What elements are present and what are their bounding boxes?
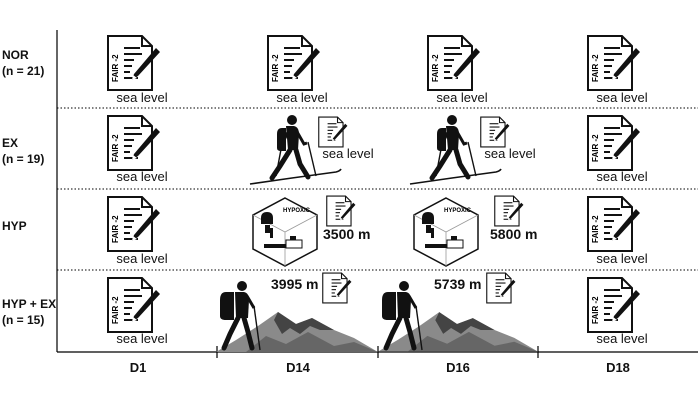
questionnaire-label: FAIR -2: [591, 215, 600, 243]
questionnaire-label: FAIR -2: [591, 54, 600, 82]
group-size: (n = 15): [2, 313, 45, 327]
sea-level-label: sea level: [596, 331, 648, 346]
questionnaire-pencil-icon: [480, 116, 510, 148]
altitude-label-hyp-d16: 5800 m: [490, 226, 538, 242]
questionnaire-pencil-icon: FAIR -2: [107, 35, 160, 91]
hiker-icon: [382, 281, 423, 351]
questionnaire-pencil-icon: FAIR -2: [267, 35, 320, 91]
mountain-range-icon: [378, 312, 538, 352]
questionnaire-pencil-icon: [494, 195, 524, 227]
hypoxic-room-icon: HYPOXIC: [413, 197, 479, 267]
questionnaire-pencil-icon: FAIR -2: [587, 196, 640, 252]
day-label-d18: D18: [606, 360, 630, 375]
day-label-d1: D1: [129, 360, 147, 375]
group-name: HYP: [2, 219, 27, 233]
questionnaire-label: FAIR -2: [591, 296, 600, 324]
questionnaire-label: FAIR -2: [271, 54, 280, 82]
questionnaire-label: FAIR -2: [111, 215, 120, 243]
group-name: NOR: [2, 48, 29, 62]
questionnaire-pencil-icon: [322, 272, 352, 304]
questionnaire-pencil-icon: FAIR -2: [587, 277, 640, 333]
questionnaire-pencil-icon: FAIR -2: [107, 115, 160, 171]
questionnaire-label: FAIR -2: [111, 54, 120, 82]
questionnaire-pencil-icon: [486, 272, 516, 304]
sea-level-label: sea level: [116, 331, 168, 346]
questionnaire-label: FAIR -2: [111, 134, 120, 162]
questionnaire-pencil-icon: FAIR -2: [427, 35, 480, 91]
hypoxic-room-icon: HYPOXIC: [252, 197, 318, 267]
day-label-d16: D16: [446, 360, 470, 375]
hiker-icon: [220, 281, 261, 351]
altitude-label-hyp-d14: 3500 m: [323, 226, 371, 242]
sea-level-label: sea level: [116, 251, 168, 266]
altitude-label-hypex-d14: 3995 m: [271, 276, 319, 292]
group-size: (n = 21): [2, 64, 45, 78]
altitude-label-hypex-d16: 5739 m: [434, 276, 482, 292]
sea-level-label: sea level: [484, 146, 536, 161]
sea-level-label: sea level: [596, 169, 648, 184]
mountain-range-icon: [216, 312, 378, 352]
sea-level-label: sea level: [116, 169, 168, 184]
sea-level-label: sea level: [596, 251, 648, 266]
hypoxic-label: HYPOXIC: [444, 208, 472, 214]
questionnaire-label: FAIR -2: [111, 296, 120, 324]
questionnaire-label: FAIR -2: [431, 54, 440, 82]
day-label-d14: D14: [286, 360, 310, 375]
questionnaire-pencil-icon: FAIR -2: [107, 277, 160, 333]
group-size: (n = 19): [2, 152, 45, 166]
group-label-hyp: HYP: [2, 218, 27, 234]
group-label-ex: EX (n = 19): [2, 135, 44, 167]
questionnaire-pencil-icon: FAIR -2: [587, 115, 640, 171]
sea-level-label: sea level: [322, 146, 374, 161]
group-name: EX: [2, 136, 19, 150]
questionnaire-pencil-icon: FAIR -2: [107, 196, 160, 252]
questionnaire-label: FAIR -2: [591, 134, 600, 162]
hypoxic-label: HYPOXIC: [283, 208, 311, 214]
ski-tourer-icon: [249, 115, 342, 185]
group-label-hypex: HYP + EX (n = 15): [2, 296, 56, 328]
group-name: HYP + EX: [2, 297, 57, 311]
sea-level-label: sea level: [116, 90, 168, 105]
sea-level-label: sea level: [436, 90, 488, 105]
questionnaire-pencil-icon: [326, 195, 356, 227]
sea-level-label: sea level: [596, 90, 648, 105]
ski-tourer-icon: [409, 115, 502, 185]
group-label-nor: NOR (n = 21): [2, 47, 44, 79]
questionnaire-pencil-icon: [318, 116, 348, 148]
sea-level-label: sea level: [276, 90, 328, 105]
questionnaire-pencil-icon: FAIR -2: [587, 35, 640, 91]
